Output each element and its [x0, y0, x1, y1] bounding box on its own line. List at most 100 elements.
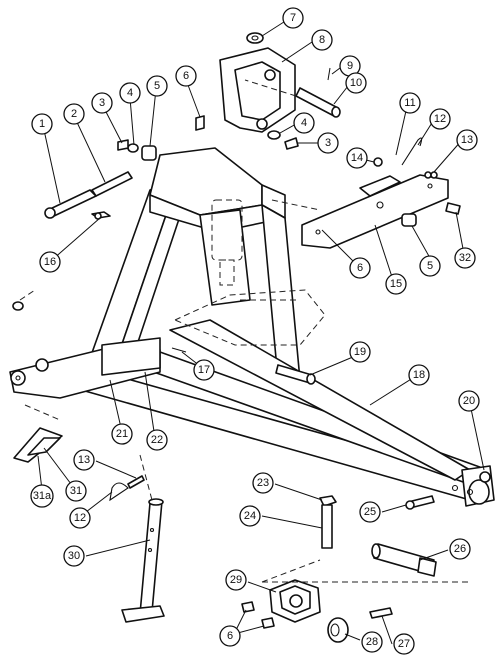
- svg-text:13: 13: [78, 454, 90, 466]
- leader-29: [247, 581, 277, 593]
- leader-28: [344, 633, 361, 641]
- handle-assembly: [13, 427, 145, 502]
- callout-22: 22: [146, 429, 168, 451]
- svg-text:32: 32: [459, 252, 471, 264]
- leader-3a: [103, 107, 123, 144]
- callout-5a: 5: [146, 75, 168, 97]
- roller-28-inner: [330, 623, 340, 637]
- shaft-26-end: [371, 543, 381, 559]
- callout-11: 11: [399, 92, 421, 114]
- svg-text:16: 16: [44, 256, 56, 268]
- washer-4a: [127, 143, 139, 153]
- lower-right-parts: [241, 495, 437, 643]
- nut-20: [479, 471, 491, 483]
- svg-text:24: 24: [244, 510, 256, 522]
- callout-4b: 4: [293, 112, 315, 134]
- washer-4b: [267, 130, 281, 140]
- callout-6b: 6: [349, 257, 371, 279]
- leader-8: [281, 39, 316, 63]
- hidden-cylinder-body: [211, 199, 243, 261]
- stand-leg: [121, 498, 165, 623]
- svg-text:6: 6: [357, 262, 363, 274]
- svg-text:31: 31: [70, 485, 82, 497]
- callout-15: 15: [385, 273, 407, 295]
- leader-6b: [321, 229, 357, 265]
- svg-text:2: 2: [71, 108, 77, 120]
- shaft-26-thread: [417, 557, 437, 577]
- leader-31a: [37, 455, 43, 491]
- svg-text:5: 5: [427, 260, 433, 272]
- leader-24: [261, 515, 323, 529]
- svg-text:8: 8: [319, 34, 325, 46]
- callout-25: 25: [359, 501, 381, 523]
- svg-text:17: 17: [198, 364, 210, 376]
- ref-line-handle: [24, 404, 61, 421]
- svg-text:3: 3: [99, 97, 105, 109]
- svg-text:11: 11: [404, 97, 415, 109]
- svg-text:6: 6: [227, 630, 233, 642]
- pin-17: [171, 347, 187, 353]
- left-lug-1: [10, 370, 26, 386]
- stand-hole-1: [149, 527, 155, 533]
- callout-5b: 5: [419, 255, 441, 277]
- bracket-8-hole-top: [264, 69, 276, 81]
- callout-bubbles: 7 8 9 10 6 1 2 3 4 5 4 3 11 12 13 14 16 …: [30, 7, 480, 655]
- callout-27: 27: [393, 633, 415, 655]
- callout-12a: 12: [429, 108, 451, 130]
- svg-text:3: 3: [325, 137, 331, 149]
- callout-8: 8: [311, 29, 333, 51]
- left-lug-2: [35, 358, 49, 372]
- hook-12: [401, 137, 423, 166]
- svg-text:21: 21: [116, 428, 128, 440]
- washer-7: [246, 32, 264, 44]
- leader-25: [381, 504, 407, 513]
- ref-line-plate: [271, 199, 321, 211]
- svg-text:12: 12: [74, 512, 86, 524]
- right-plate-assembly: [301, 137, 461, 249]
- pin-1-head: [44, 207, 56, 219]
- callout-29: 29: [225, 569, 247, 591]
- plate-hole-2: [315, 229, 321, 235]
- nut-14: [373, 157, 383, 167]
- callout-7: 7: [282, 7, 304, 29]
- leader-32: [455, 211, 465, 255]
- svg-text:6: 6: [183, 70, 189, 82]
- leader-13a: [433, 139, 463, 173]
- leader-15: [374, 224, 394, 281]
- svg-text:18: 18: [413, 369, 425, 381]
- callout-3b: 3: [317, 132, 339, 154]
- leader-30: [85, 539, 151, 557]
- leader-26: [419, 549, 449, 561]
- mast-bracket: [101, 337, 161, 376]
- leader-31: [43, 447, 75, 489]
- nut-6c: [241, 601, 255, 613]
- svg-text:1: 1: [39, 118, 45, 130]
- callout-28: 28: [361, 631, 383, 653]
- bolt-3a: [117, 139, 129, 151]
- bolt-6a: [195, 115, 205, 131]
- callout-23: 23: [252, 472, 274, 494]
- leader-7: [261, 19, 288, 37]
- leader-18: [369, 375, 417, 406]
- leader-5a: [149, 88, 157, 147]
- stand-top: [148, 498, 164, 506]
- plate-15: [301, 174, 449, 249]
- clip-13: [424, 171, 432, 179]
- nut-23: [319, 495, 337, 507]
- stand-tube: [139, 500, 163, 615]
- svg-text:26: 26: [454, 543, 466, 555]
- leader-6a: [187, 84, 201, 118]
- hitch-hole-2: [466, 488, 474, 496]
- callout-14: 14: [346, 147, 368, 169]
- callout-13b: 13: [73, 449, 95, 471]
- leader-20: [469, 403, 485, 471]
- svg-text:10: 10: [350, 77, 362, 89]
- plate-hole-1: [376, 201, 384, 209]
- leader-10: [333, 85, 349, 105]
- callout-32: 32: [454, 247, 476, 269]
- leader-12b: [85, 491, 113, 513]
- bolt-32: [445, 202, 461, 215]
- ref-line-16: [19, 289, 36, 301]
